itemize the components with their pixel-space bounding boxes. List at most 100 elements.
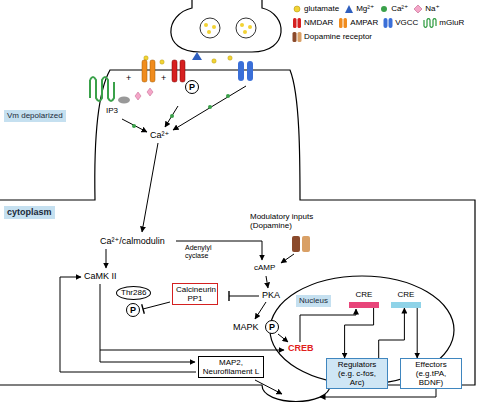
transport-arrow bbox=[255, 380, 282, 394]
legend-swatch bbox=[379, 4, 389, 14]
node-text: cytoplasm bbox=[7, 207, 52, 218]
signal-arrow bbox=[106, 249, 107, 268]
node-text: Vm depolarized bbox=[7, 111, 63, 121]
vgcc-symbol bbox=[238, 61, 244, 81]
phospho-badge: P bbox=[126, 303, 140, 317]
presynaptic-terminal bbox=[171, 0, 281, 52]
protein-box: MAP2, Neurofilament L bbox=[198, 356, 264, 378]
node-text: Thr286 bbox=[121, 288, 146, 298]
phospho-badge: P bbox=[185, 80, 199, 94]
legend-item: Dopamine receptor bbox=[292, 31, 372, 43]
glutamate-dot bbox=[204, 23, 208, 27]
molecule-label: cAMP bbox=[254, 263, 275, 272]
gene-box: Regulators (e.g. c-fos, Arc) bbox=[326, 358, 388, 389]
signal-arrow bbox=[142, 143, 158, 232]
swatch-shape bbox=[381, 6, 387, 12]
vesicle bbox=[236, 18, 256, 38]
calcium-dot bbox=[132, 124, 136, 128]
glutamate-dot bbox=[212, 25, 216, 29]
swatch-shape bbox=[344, 18, 348, 28]
inhibition-line bbox=[143, 302, 170, 309]
node-text: CRE bbox=[390, 290, 422, 300]
connector bbox=[379, 308, 405, 358]
swatch-shape bbox=[298, 18, 302, 28]
swatch-shape bbox=[384, 18, 388, 28]
ip3-arrow bbox=[122, 119, 147, 132]
node-text: P bbox=[127, 304, 139, 316]
legend-item: Ca²⁺ bbox=[379, 3, 408, 15]
legend-text: mGluR bbox=[439, 18, 464, 28]
input-label: Modulatory inputs (Dopamine) bbox=[250, 212, 330, 230]
inhibition-bar bbox=[142, 304, 145, 314]
influx-arrow bbox=[165, 106, 178, 127]
charge-sign: + bbox=[126, 73, 131, 83]
calcium-dot bbox=[170, 114, 174, 118]
legend-text: Dopamine receptor bbox=[304, 32, 372, 42]
region-tag: Nucleus bbox=[296, 295, 331, 307]
glutamate-dot bbox=[144, 56, 148, 60]
molecule-label: Ca²⁺/calmodulin bbox=[100, 236, 165, 246]
mglur-symbol bbox=[90, 77, 114, 101]
legend-swatch bbox=[292, 4, 302, 14]
nmdar-symbol bbox=[180, 60, 185, 82]
node-text: Effectors (e.g.tPA, BDNF) bbox=[404, 360, 458, 387]
site-ellipse: Thr286 bbox=[116, 286, 151, 300]
glutamate-dot bbox=[228, 56, 232, 60]
vesicle bbox=[200, 18, 220, 38]
node-text: Calcineurin PP1 bbox=[176, 285, 214, 303]
inhibition-bar bbox=[228, 291, 229, 301]
sodium-ion bbox=[147, 88, 153, 96]
glutamate-dot bbox=[212, 59, 216, 63]
region-tag: cytoplasm bbox=[4, 206, 55, 219]
dopamine-receptor-symbol bbox=[302, 236, 310, 252]
ampar-symbol bbox=[150, 60, 155, 82]
legend-swatch bbox=[292, 32, 302, 42]
legend-swatch bbox=[338, 18, 348, 28]
connector bbox=[417, 308, 418, 358]
kinase-label: MAPK bbox=[233, 322, 259, 332]
legend-item: mGluR bbox=[423, 17, 464, 29]
legend-text: AMPAR bbox=[350, 18, 378, 28]
sodium-ion bbox=[135, 92, 141, 100]
kinase-label: PKA bbox=[262, 290, 280, 300]
swatch-shape bbox=[414, 5, 422, 13]
legend-text: Ca²⁺ bbox=[391, 4, 408, 14]
swatch-shape bbox=[339, 18, 343, 28]
nmdar-symbol bbox=[172, 60, 177, 82]
legend-swatch bbox=[413, 4, 423, 14]
signal-arrow bbox=[266, 276, 268, 288]
cre-element: CRE bbox=[348, 290, 380, 308]
legend-text: glutamate bbox=[304, 4, 339, 14]
phosphatase-box: Calcineurin PP1 bbox=[172, 283, 218, 305]
signal-arrow bbox=[255, 302, 266, 319]
g-protein bbox=[118, 97, 130, 104]
kinase-label: CaMK II bbox=[84, 271, 117, 281]
magnesium-ion bbox=[192, 52, 202, 60]
molecule-label: IP3 bbox=[106, 106, 118, 115]
cre-element: CRE bbox=[390, 290, 422, 308]
dopamine-receptor-symbol bbox=[292, 236, 300, 252]
swatch-shape bbox=[424, 19, 436, 28]
glutamate-dot bbox=[207, 30, 211, 34]
glutamate-dot bbox=[243, 30, 247, 34]
swatch-shape bbox=[345, 5, 353, 13]
legend-swatch bbox=[383, 18, 393, 28]
charge-sign: + bbox=[161, 73, 166, 83]
legend-swatch bbox=[292, 18, 302, 28]
legend-item: Mg²⁺ bbox=[344, 3, 374, 15]
signal-arrow bbox=[278, 334, 288, 342]
calcium-dot bbox=[226, 94, 230, 98]
signal-arrow bbox=[100, 350, 284, 351]
legend-item: VGCC bbox=[383, 17, 418, 29]
legend-text: Mg²⁺ bbox=[356, 4, 374, 14]
legend-item: AMPAR bbox=[338, 17, 378, 29]
cre-bar bbox=[349, 302, 379, 308]
cell-outline bbox=[0, 70, 475, 402]
node-text: CRE bbox=[348, 290, 380, 300]
legend-swatch bbox=[423, 18, 437, 28]
glutamate-dot bbox=[240, 23, 244, 27]
node-text: P bbox=[266, 321, 278, 333]
